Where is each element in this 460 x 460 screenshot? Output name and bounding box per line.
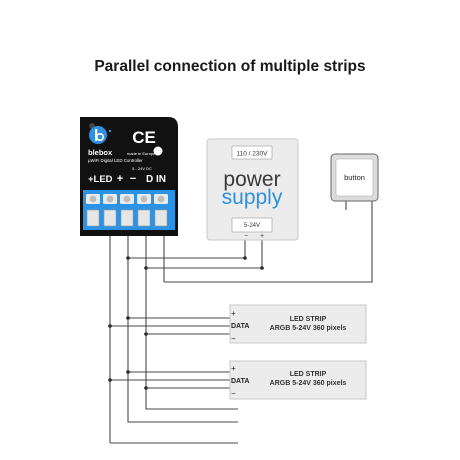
led-strip-body <box>229 360 367 400</box>
brand-logo-icon <box>89 126 112 144</box>
wire-socket <box>137 209 151 227</box>
junction-dot <box>144 332 148 336</box>
strip-spec: ARGB 5-24V 360 pixels <box>270 380 347 387</box>
junction-dot <box>243 256 247 260</box>
wire-socket <box>103 209 117 227</box>
screw-head-icon <box>157 195 165 203</box>
screw-head-icon <box>106 195 114 203</box>
strip-pin-data: DATA <box>231 323 249 330</box>
button-face <box>335 158 374 197</box>
psu-word-supply: supply <box>222 186 283 209</box>
terminal-label-led: +LED <box>88 174 113 185</box>
wire-tail-minus <box>145 399 238 410</box>
ce-mark: CE <box>132 128 156 147</box>
wire-socket <box>86 209 100 227</box>
controller-brand: blebox <box>88 148 113 157</box>
controller-voltage: 5 - 24V DC <box>132 166 152 171</box>
screw-head-icon <box>140 195 148 203</box>
strip-pin-plus: + <box>231 364 236 373</box>
psu-output-minus: − <box>244 233 248 240</box>
wire-tail-plus <box>127 387 238 423</box>
led-strip-2: + DATA − LED STRIP ARGB 5-24V 360 pixels <box>229 360 367 400</box>
wire-socket <box>154 209 168 227</box>
wire-socket <box>120 209 134 227</box>
junction-dot <box>126 256 130 260</box>
junction-dot <box>126 370 130 374</box>
wiring <box>109 198 373 444</box>
psu-input-box <box>231 145 273 160</box>
psu-word-power: power <box>223 168 280 191</box>
led-strip-1: + DATA − LED STRIP ARGB 5-24V 360 pixels <box>229 304 367 344</box>
controller-made-in: made in Europe <box>127 151 156 156</box>
terminal-label-plus: + <box>117 173 123 185</box>
diagram-title: Parallel connection of multiple strips <box>94 58 365 75</box>
junction-dot <box>126 316 130 320</box>
led-controller: CE blebox made in Europe µWiFi Digital L… <box>80 117 178 236</box>
wall-button: button <box>330 153 379 202</box>
strip-title: LED STRIP <box>290 371 327 378</box>
psu-output-plus: + <box>260 233 264 240</box>
strip-spec: ARGB 5-24V 360 pixels <box>270 325 347 332</box>
junction-dot <box>108 324 112 328</box>
psu-input-label: 110 / 230V <box>237 151 269 158</box>
junction-dot <box>144 386 148 390</box>
power-supply-body <box>206 138 299 241</box>
strip-title: LED STRIP <box>290 316 327 323</box>
junction-dot <box>260 266 264 270</box>
psu-output-box <box>231 217 273 233</box>
controller-product: µWiFi Digital LED Controller <box>88 158 143 163</box>
strip-pin-minus: − <box>231 389 236 398</box>
button-label: button <box>344 173 365 182</box>
power-supply: 110 / 230V power supply 5-24V − + <box>206 138 299 241</box>
junction-dot <box>144 266 148 270</box>
screw-head-icon <box>123 195 131 203</box>
strip-pin-data: DATA <box>231 378 249 385</box>
terminal-label-din: D IN <box>146 174 166 185</box>
psu-output-label: 5-24V <box>244 223 260 229</box>
status-led-icon <box>153 146 163 156</box>
strip-pin-minus: − <box>231 334 236 343</box>
screw-head-icon <box>89 195 97 203</box>
terminal-label-minus: − <box>130 173 136 185</box>
junction-dot <box>108 378 112 382</box>
strip-pin-plus: + <box>231 309 236 318</box>
led-strip-body <box>229 304 367 344</box>
